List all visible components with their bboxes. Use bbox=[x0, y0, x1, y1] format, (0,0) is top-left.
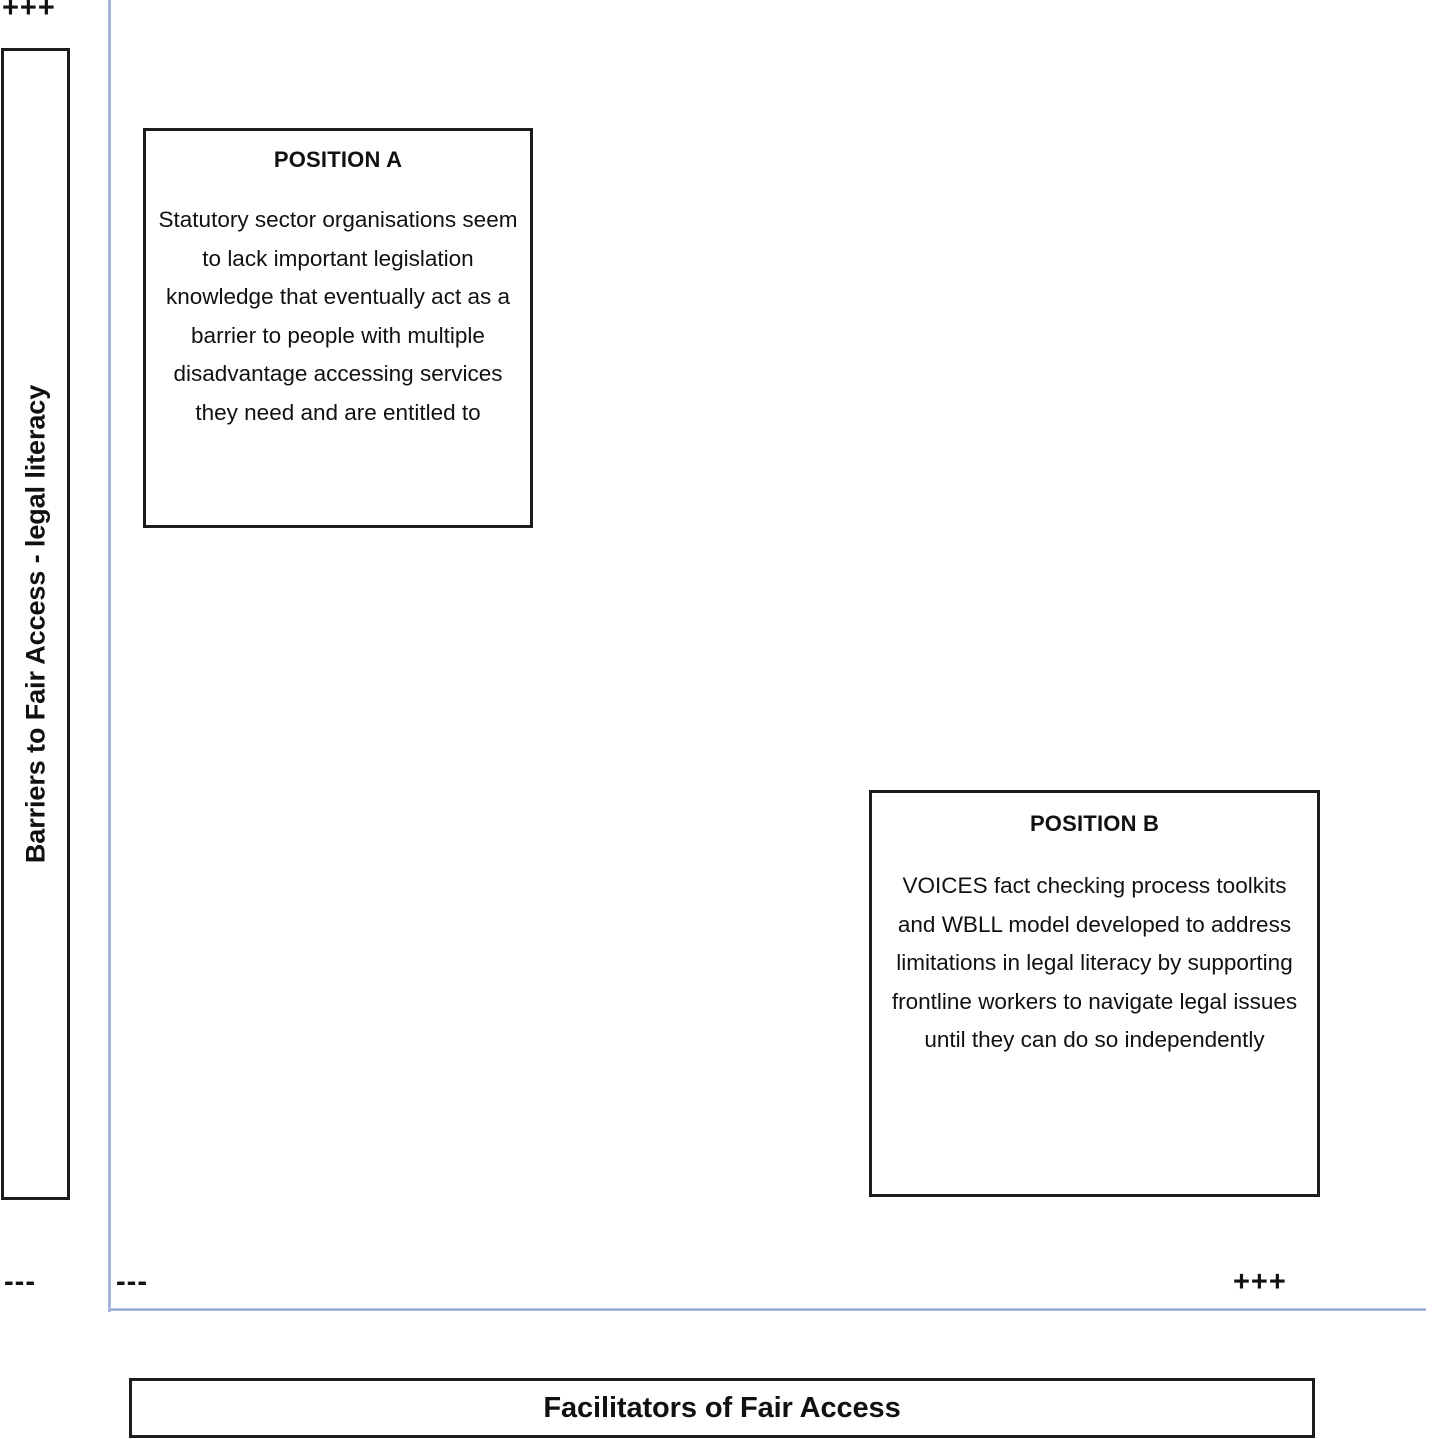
position-b-box: POSITION B VOICES fact checking process … bbox=[869, 790, 1320, 1197]
y-axis-line bbox=[108, 0, 111, 1312]
position-a-heading: POSITION A bbox=[273, 147, 403, 172]
position-b-body: VOICES fact checking process toolkits an… bbox=[891, 873, 1298, 1052]
y-axis-high-marker: +++ bbox=[2, 0, 56, 24]
x-axis-title-box: Facilitators of Fair Access bbox=[129, 1378, 1315, 1438]
y-axis-low-marker: --- bbox=[4, 1266, 36, 1298]
x-axis-low-marker: --- bbox=[116, 1266, 148, 1298]
y-axis-title-box: Barriers to Fair Access - legal literacy bbox=[1, 48, 70, 1200]
x-axis-line bbox=[108, 1308, 1426, 1311]
position-a-box: POSITION A Statutory sector organisation… bbox=[143, 128, 533, 528]
x-axis-title-label: Facilitators of Fair Access bbox=[543, 1391, 901, 1424]
position-a-body: Statutory sector organisations seem to l… bbox=[158, 207, 518, 425]
y-axis-title-label: Barriers to Fair Access - legal literacy bbox=[20, 384, 50, 864]
x-axis-high-marker: +++ bbox=[1233, 1266, 1287, 1298]
position-b-heading: POSITION B bbox=[1029, 811, 1160, 836]
